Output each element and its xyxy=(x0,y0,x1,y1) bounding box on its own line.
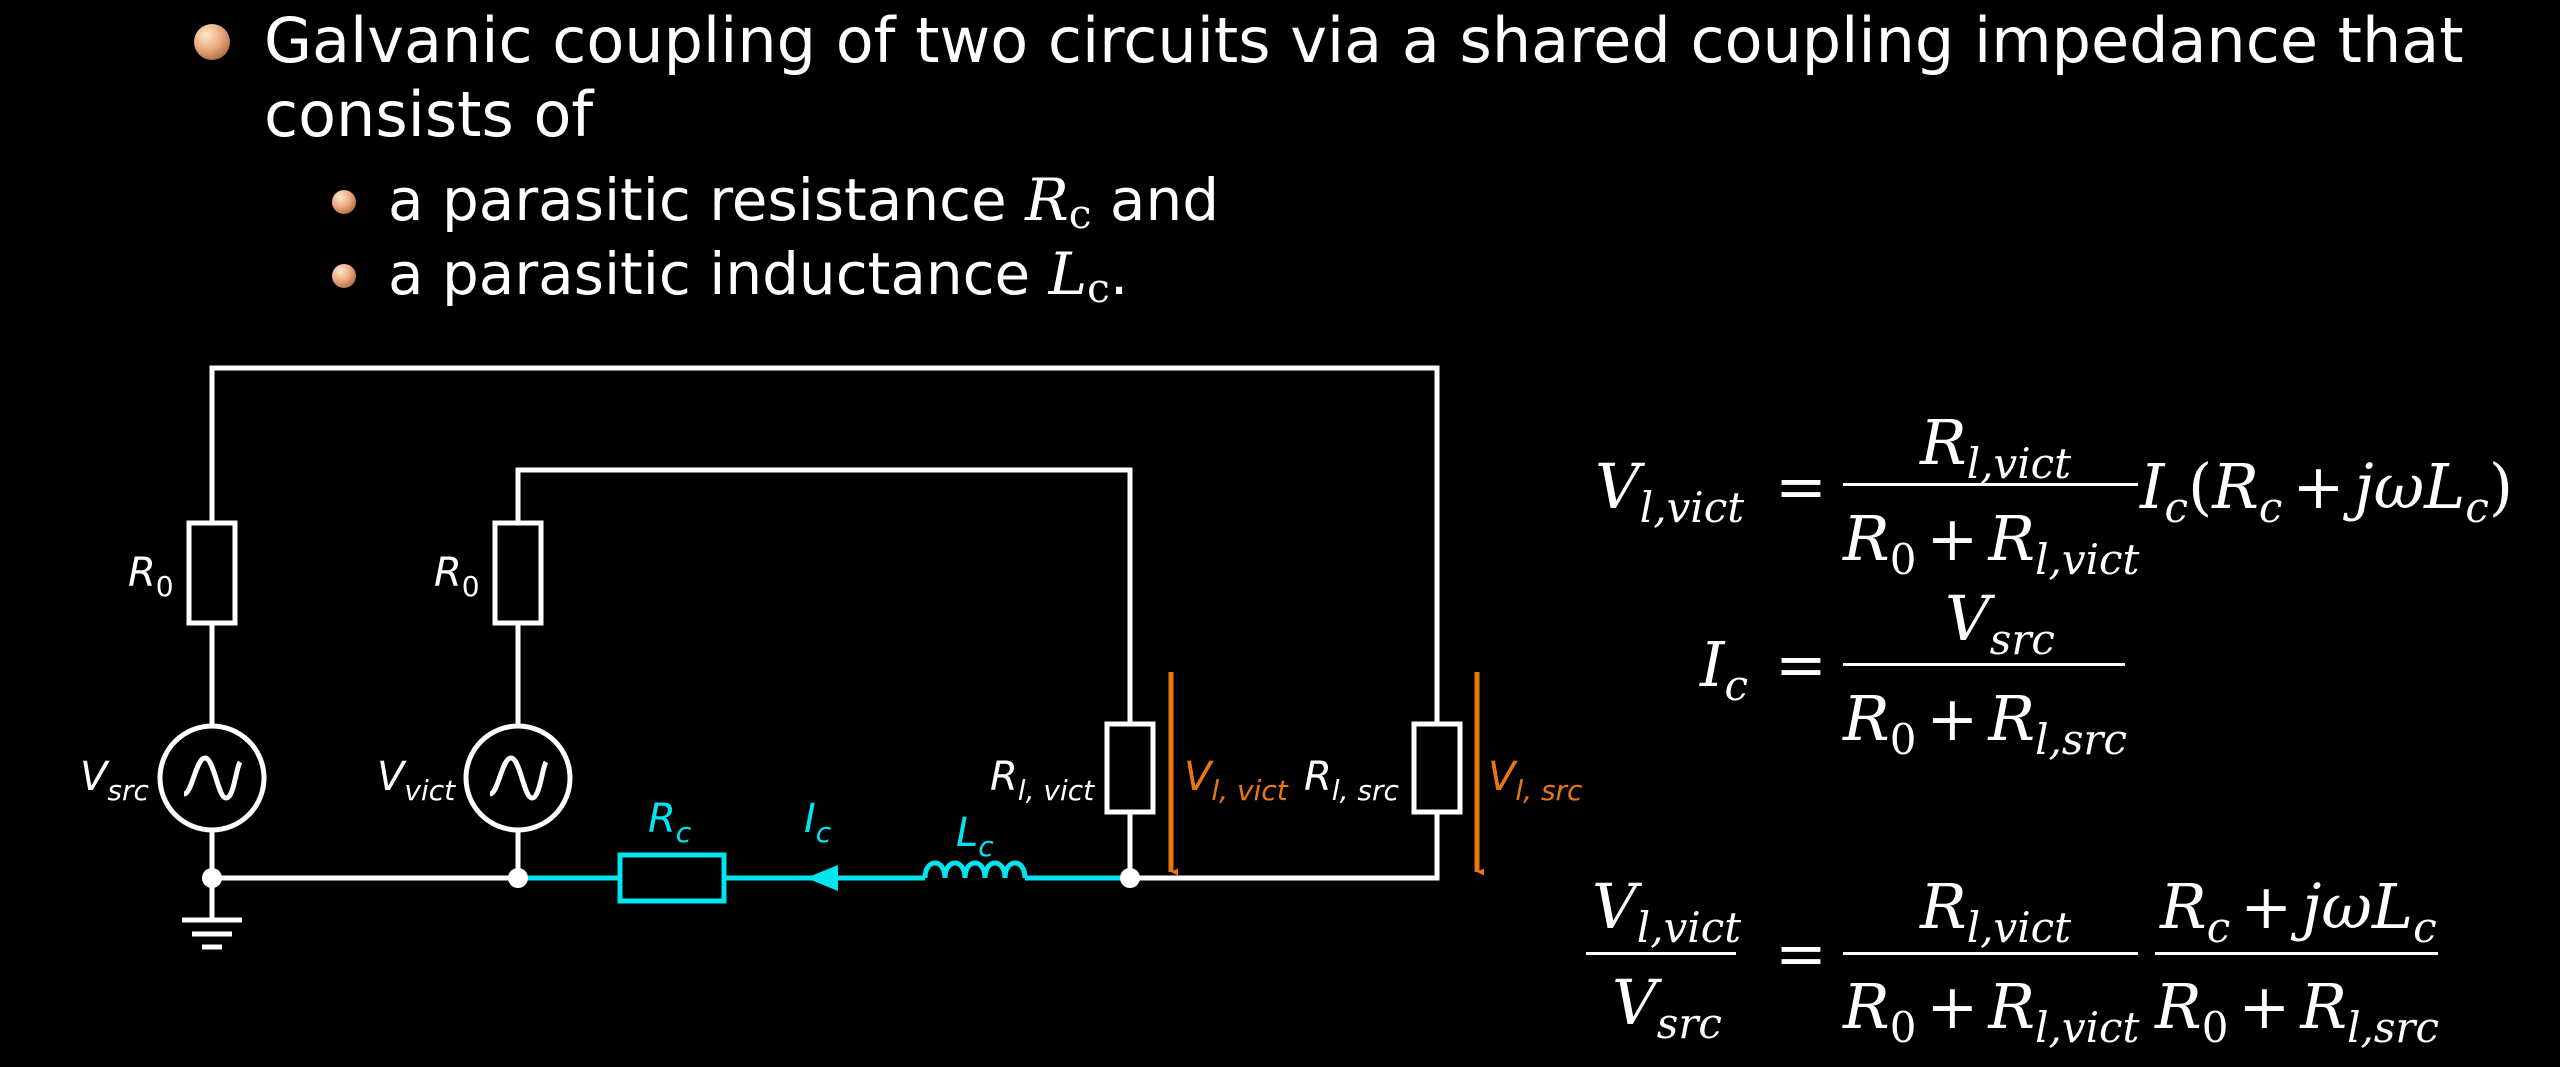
resistor-Rl-src xyxy=(1411,721,1463,815)
sub-bullet-2: a parasitic inductance Lc. xyxy=(332,238,1128,324)
junction-dot xyxy=(1120,868,1140,888)
eq3-f2-num: Rc+jωLc xyxy=(2159,870,2437,952)
sub-bullet-1: a parasitic resistance Rc and xyxy=(332,164,1219,250)
equation-1: Vl,vict = Rl,vict R0+Rl,vict Ic(Rc+jωLc) xyxy=(1595,406,2513,584)
label-R0-left: R0 xyxy=(128,550,174,603)
label-Rl-vict: Rl, vict xyxy=(990,754,1095,807)
junction-dot xyxy=(508,868,528,888)
voltage-source-vict xyxy=(463,723,573,833)
equation-3: Vl,vict Vsrc = Rl,vict R0+Rl,vict Rc+jωL… xyxy=(1586,870,2439,1052)
eq1-equals: = xyxy=(1775,450,1827,523)
bullet-icon xyxy=(332,264,356,288)
resistor-R0-right xyxy=(492,520,544,626)
sym-Rc-sub: c xyxy=(1068,190,1092,239)
eq3-f2-den: R0+Rl,src xyxy=(2154,970,2439,1052)
sub-bullet-1-post: and xyxy=(1091,166,1220,234)
label-Vl-src: Vl, src xyxy=(1488,754,1583,807)
label-Vsrc: Vsrc xyxy=(80,754,149,807)
circuit-diagram: R0 R0 Vsrc Vvict Rl, vict Rl, src Rc Ic … xyxy=(80,365,1583,950)
ac-wave-icon xyxy=(488,755,549,801)
eq2-fraction-bar xyxy=(1843,663,2125,666)
bullet-icon xyxy=(332,190,356,214)
eq1-den: R0+Rl,vict xyxy=(1842,502,2140,584)
eq3-f2-bar xyxy=(2155,952,2438,955)
current-arrow-icon xyxy=(806,865,838,891)
equation-2: Ic = Vsrc R0+Rl,src xyxy=(1699,582,2127,764)
sym-Rc: R xyxy=(1025,166,1069,234)
eq2-den: R0+Rl,src xyxy=(1842,682,2127,764)
eq2-num: Vsrc xyxy=(1945,582,2055,664)
voltage-source-src xyxy=(157,723,267,833)
label-Rc: Rc xyxy=(648,796,692,849)
outer-wire-top xyxy=(209,365,1440,724)
bullet-icon xyxy=(194,24,230,60)
resistor-Rl-vict xyxy=(1104,721,1156,815)
ac-wave-icon xyxy=(182,755,243,801)
eq3-f1-den: R0+Rl,vict xyxy=(1842,970,2140,1052)
eq3-f1-bar xyxy=(1843,952,2138,955)
circuit-wires xyxy=(182,365,1440,950)
ground-symbol xyxy=(182,878,242,950)
sub-bullet-2-post: . xyxy=(1109,240,1129,308)
eq2-equals: = xyxy=(1775,628,1827,701)
junction-dot xyxy=(202,868,222,888)
sym-Lc-sub: c xyxy=(1087,264,1110,313)
inductor-Lc xyxy=(922,860,1028,879)
bottom-wire-right xyxy=(1127,812,1440,881)
eq2-lhs: Ic xyxy=(1699,628,1748,710)
sub-bullet-2-text: a parasitic inductance Lc. xyxy=(388,238,1128,324)
sym-Lc: L xyxy=(1048,240,1088,308)
sub-bullet-1-text: a parasitic resistance Rc and xyxy=(388,164,1219,250)
eq1-fraction-bar xyxy=(1843,483,2138,486)
inner-wire-top xyxy=(515,467,1133,724)
resistor-Rc xyxy=(617,852,727,904)
eq3-equals: = xyxy=(1775,917,1827,990)
label-R0-right: R0 xyxy=(434,550,480,603)
label-Ic: Ic xyxy=(804,796,832,849)
eq3-lhs-den: Vsrc xyxy=(1612,966,1722,1048)
eq3-f1-num: Rl,vict xyxy=(1919,870,2071,952)
eq1-num: Rl,vict xyxy=(1919,406,2071,488)
sub-bullet-2-pre: a parasitic inductance xyxy=(388,240,1049,308)
label-Lc: Lc xyxy=(956,810,994,863)
eq1-tail: Ic(Rc+jωLc) xyxy=(2139,450,2513,532)
label-Vvict: Vvict xyxy=(377,754,456,807)
main-bullet: Galvanic coupling of two circuits via a … xyxy=(194,4,2494,152)
resistor-R0-left xyxy=(186,520,238,626)
label-Rl-src: Rl, src xyxy=(1304,754,1399,807)
label-Vl-vict: Vl, vict xyxy=(1184,754,1289,807)
main-bullet-text: Galvanic coupling of two circuits via a … xyxy=(264,4,2464,151)
sub-bullet-1-pre: a parasitic resistance xyxy=(388,166,1026,234)
